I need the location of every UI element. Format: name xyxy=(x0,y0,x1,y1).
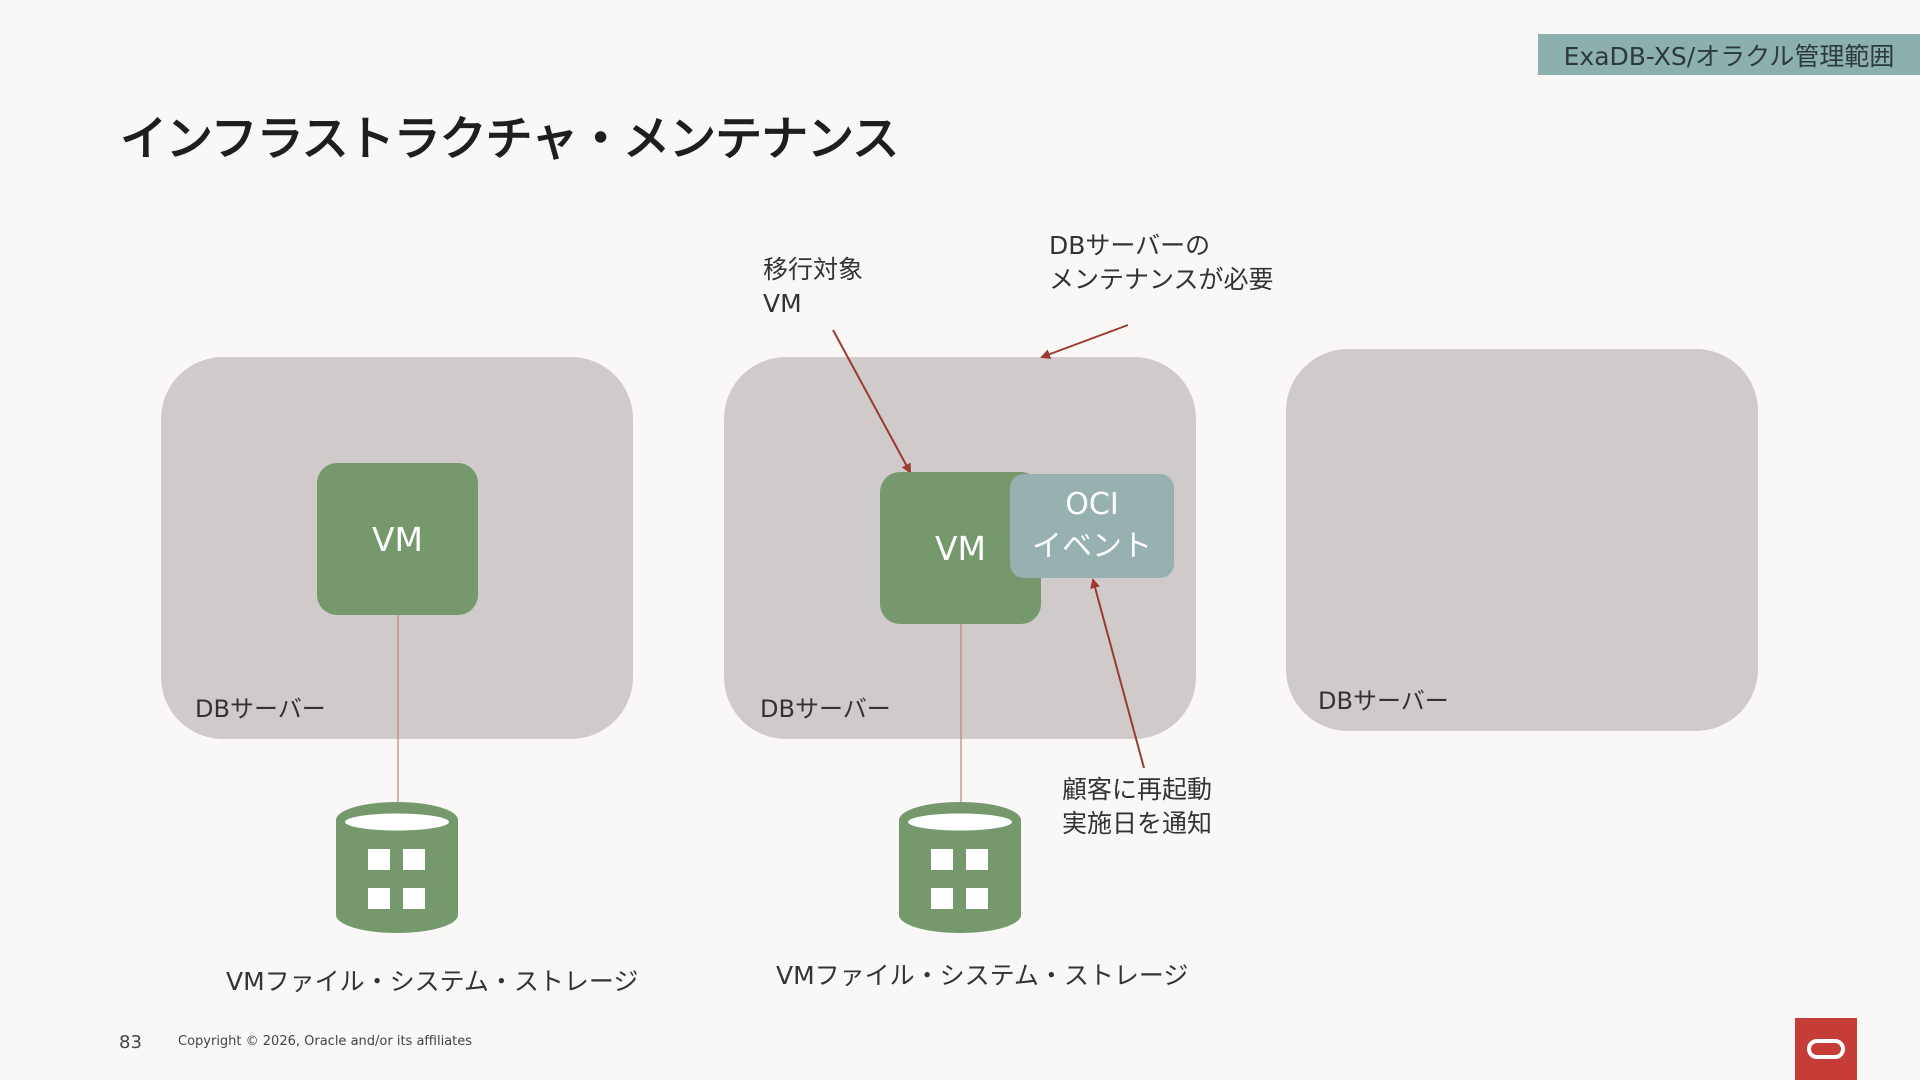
oracle-logo xyxy=(1795,1018,1857,1080)
storage-icon xyxy=(899,802,1021,933)
oci-event-box: OCI イベント xyxy=(1010,474,1174,578)
storage-label-1: VMファイル・システム・ストレージ xyxy=(226,967,639,996)
maintenance-line1: DBサーバーの xyxy=(1049,231,1211,260)
migration-target-line2: VM xyxy=(763,289,802,318)
db-server-1-label: DBサーバー xyxy=(195,695,326,723)
notify-line2: 実施日を通知 xyxy=(1062,809,1213,838)
vm-box-1: VM xyxy=(317,463,478,615)
oci-event-line2: イベント xyxy=(1032,529,1152,564)
oracle-logo-icon xyxy=(1807,1039,1845,1059)
db-server-3 xyxy=(1286,349,1758,731)
maintenance-line2: メンテナンスが必要 xyxy=(1049,265,1274,294)
page-title: インフラストラクチャ・メンテナンス xyxy=(120,112,899,167)
maintenance-arrow xyxy=(1040,324,1129,359)
scope-tag: ExaDB-XS/オラクル管理範囲 xyxy=(1538,34,1920,75)
migration-target-line1: 移行対象 xyxy=(763,255,864,284)
maintenance-note: DBサーバーの メンテナンスが必要 xyxy=(1049,229,1274,297)
storage-label-2: VMファイル・システム・ストレージ xyxy=(776,961,1189,990)
storage-icon xyxy=(336,802,458,933)
db-server-3-label: DBサーバー xyxy=(1318,687,1449,715)
migration-arrow xyxy=(832,329,911,474)
notify-note: 顧客に再起動 実施日を通知 xyxy=(1062,773,1212,841)
notify-line1: 顧客に再起動 xyxy=(1062,775,1213,804)
oci-event-line1: OCI xyxy=(1065,487,1119,522)
migration-target-note: 移行対象 VM xyxy=(763,253,863,321)
db-server-2-label: DBサーバー xyxy=(760,695,891,723)
page-number: 83 xyxy=(119,1032,142,1053)
copyright: Copyright © 2026, Oracle and/or its affi… xyxy=(178,1034,473,1049)
notify-arrow xyxy=(1090,578,1145,769)
